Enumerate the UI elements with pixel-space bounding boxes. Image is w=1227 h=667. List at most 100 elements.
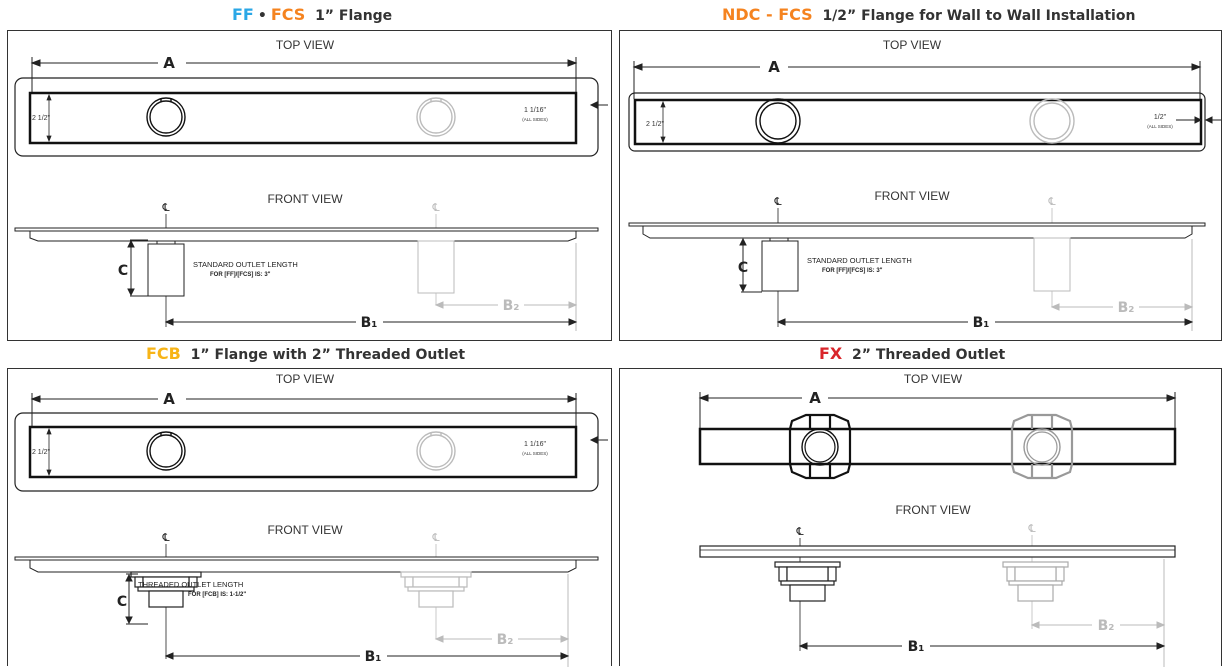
outlet-note-1: STANDARD OUTLET LENGTH xyxy=(193,260,298,269)
threaded-outlet-front-1 xyxy=(774,561,841,602)
front-view-label: FRONT VIEW xyxy=(874,189,950,203)
flange-note: (ALL SIDES) xyxy=(522,451,548,456)
width-label: 2 1/2" xyxy=(646,121,665,128)
threaded-outlet-front-1 xyxy=(130,571,202,608)
title-ff-fcs: FF•FCS 1” Flange xyxy=(232,0,392,30)
centerline-1: ℄ xyxy=(795,525,803,538)
title-fcb: FCB 1” Flange with 2” Threaded Outlet xyxy=(146,339,465,369)
outlet-note-2: FOR [FF]/[FCS] IS: 3" xyxy=(210,272,271,278)
channel-outline xyxy=(28,91,578,145)
threaded-outlet-top-1 xyxy=(788,413,852,480)
code-ndc-fcs: NDC - FCS xyxy=(722,5,813,24)
outlet-top-2 xyxy=(416,431,456,471)
panel-ndc-fcs: TOP VIEW A 2 1/2" 1/2" (ALL SIDES) FRONT… xyxy=(619,30,1222,341)
dim-c-label: C xyxy=(118,263,128,279)
flange-note: (ALL SIDES) xyxy=(1147,124,1173,129)
dim-b2-label: B₂ xyxy=(1098,618,1115,634)
flange-outline xyxy=(14,77,599,157)
dim-a xyxy=(30,57,578,93)
dim-b1-label: B₁ xyxy=(361,315,378,331)
code-fcb: FCB xyxy=(146,344,181,363)
outlet-front-1 xyxy=(147,240,185,297)
outlet-note-1: STANDARD OUTLET LENGTH xyxy=(807,256,912,265)
outlet-top-1 xyxy=(146,97,186,137)
flange-label: 1/2" xyxy=(1154,114,1167,121)
dim-b2-label: B₂ xyxy=(1118,300,1135,316)
dim-b1-label: B₁ xyxy=(908,639,925,655)
ff-fcs-drawing: TOP VIEW A 2 1/2" 1 1/16" (ALL SIDES) FR… xyxy=(14,38,608,331)
outlet-top-2 xyxy=(416,97,456,137)
flange-outline xyxy=(628,92,1206,152)
dim-b1-label: B₁ xyxy=(365,649,382,665)
dim-b2 xyxy=(434,574,570,667)
flange-arrow xyxy=(589,101,608,109)
outlet-front-2 xyxy=(417,240,455,294)
dim-a-label: A xyxy=(809,389,821,407)
dim-a xyxy=(30,393,578,427)
front-view-label: FRONT VIEW xyxy=(267,192,343,206)
outlet-front-2 xyxy=(1033,237,1071,292)
front-channel xyxy=(29,559,577,573)
centerline-2: ℄ xyxy=(431,201,439,214)
threaded-outlet-top-2 xyxy=(1010,413,1074,480)
channel-outline xyxy=(698,427,1177,466)
flange-arrow xyxy=(589,436,608,444)
dim-a-label: A xyxy=(163,54,175,72)
panel-ff-fcs: TOP VIEW A 2 1/2" 1 1/16" (ALL SIDES) FR… xyxy=(7,30,612,341)
top-view-label: TOP VIEW xyxy=(904,372,963,386)
fx-drawing: TOP VIEW A FRONT VIEW ℄ ℄ xyxy=(698,372,1177,667)
top-view-label: TOP VIEW xyxy=(276,372,335,386)
dim-a xyxy=(698,392,1177,429)
top-view-label: TOP VIEW xyxy=(883,38,942,52)
front-channel xyxy=(29,230,577,242)
dim-b1 xyxy=(164,652,570,660)
flange-outline xyxy=(14,412,599,492)
flange-arrows xyxy=(1176,116,1221,124)
centerline-2: ℄ xyxy=(1027,522,1035,535)
dim-width xyxy=(46,93,52,143)
title-text: 1” Flange with 2” Threaded Outlet xyxy=(190,347,466,363)
centerline-1: ℄ xyxy=(161,531,169,544)
ndc-fcs-drawing: TOP VIEW A 2 1/2" 1/2" (ALL SIDES) FRONT… xyxy=(628,38,1221,331)
dim-b2 xyxy=(434,243,578,331)
dim-b2-label: B₂ xyxy=(503,298,520,314)
panel-fcb: TOP VIEW A 2 1/2" 1 1/16" (ALL SIDES) FR… xyxy=(7,368,612,667)
code-ff: FF xyxy=(232,5,254,24)
front-view-label: FRONT VIEW xyxy=(267,523,343,537)
centerline-1: ℄ xyxy=(773,195,781,208)
code-fx: FX xyxy=(819,344,843,363)
dim-b2 xyxy=(1050,239,1194,331)
outlet-front-1 xyxy=(761,237,799,292)
title-fx: FX 2” Threaded Outlet xyxy=(819,339,1005,369)
centerline-2: ℄ xyxy=(431,531,439,544)
width-label: 2 1/2" xyxy=(32,449,51,456)
centerline-2: ℄ xyxy=(1047,195,1055,208)
dim-c-label: C xyxy=(117,594,127,610)
channel-outline xyxy=(28,425,578,479)
front-view-label: FRONT VIEW xyxy=(895,503,971,517)
dim-a-label: A xyxy=(163,390,175,408)
title-text: 2” Threaded Outlet xyxy=(852,347,1006,363)
dim-b1 xyxy=(164,318,578,326)
front-channel xyxy=(642,225,1193,239)
title-ndc-fcs: NDC - FCS 1/2” Flange for Wall to Wall I… xyxy=(722,0,1135,30)
dim-a xyxy=(632,61,1202,99)
outlet-top-2 xyxy=(1029,98,1075,144)
title-text: 1/2” Flange for Wall to Wall Installatio… xyxy=(822,8,1136,24)
dim-width xyxy=(660,100,666,144)
dim-width xyxy=(46,427,52,477)
dim-b2 xyxy=(1030,559,1166,667)
front-channel xyxy=(699,545,1176,558)
dim-b2-label: B₂ xyxy=(497,632,514,648)
outlet-note-2: FOR [FCB] IS: 1-1/2" xyxy=(188,592,246,598)
title-separator: • xyxy=(257,8,267,24)
channel-outline xyxy=(633,98,1203,146)
code-fcs: FCS xyxy=(270,5,306,24)
flange-label: 1 1/16" xyxy=(524,441,546,448)
flange-label: 1 1/16" xyxy=(524,107,546,114)
centerline-1: ℄ xyxy=(161,201,169,214)
dim-c xyxy=(739,237,762,293)
top-view-label: TOP VIEW xyxy=(276,38,335,52)
dim-b1 xyxy=(776,318,1194,326)
dim-a-label: A xyxy=(768,58,780,76)
